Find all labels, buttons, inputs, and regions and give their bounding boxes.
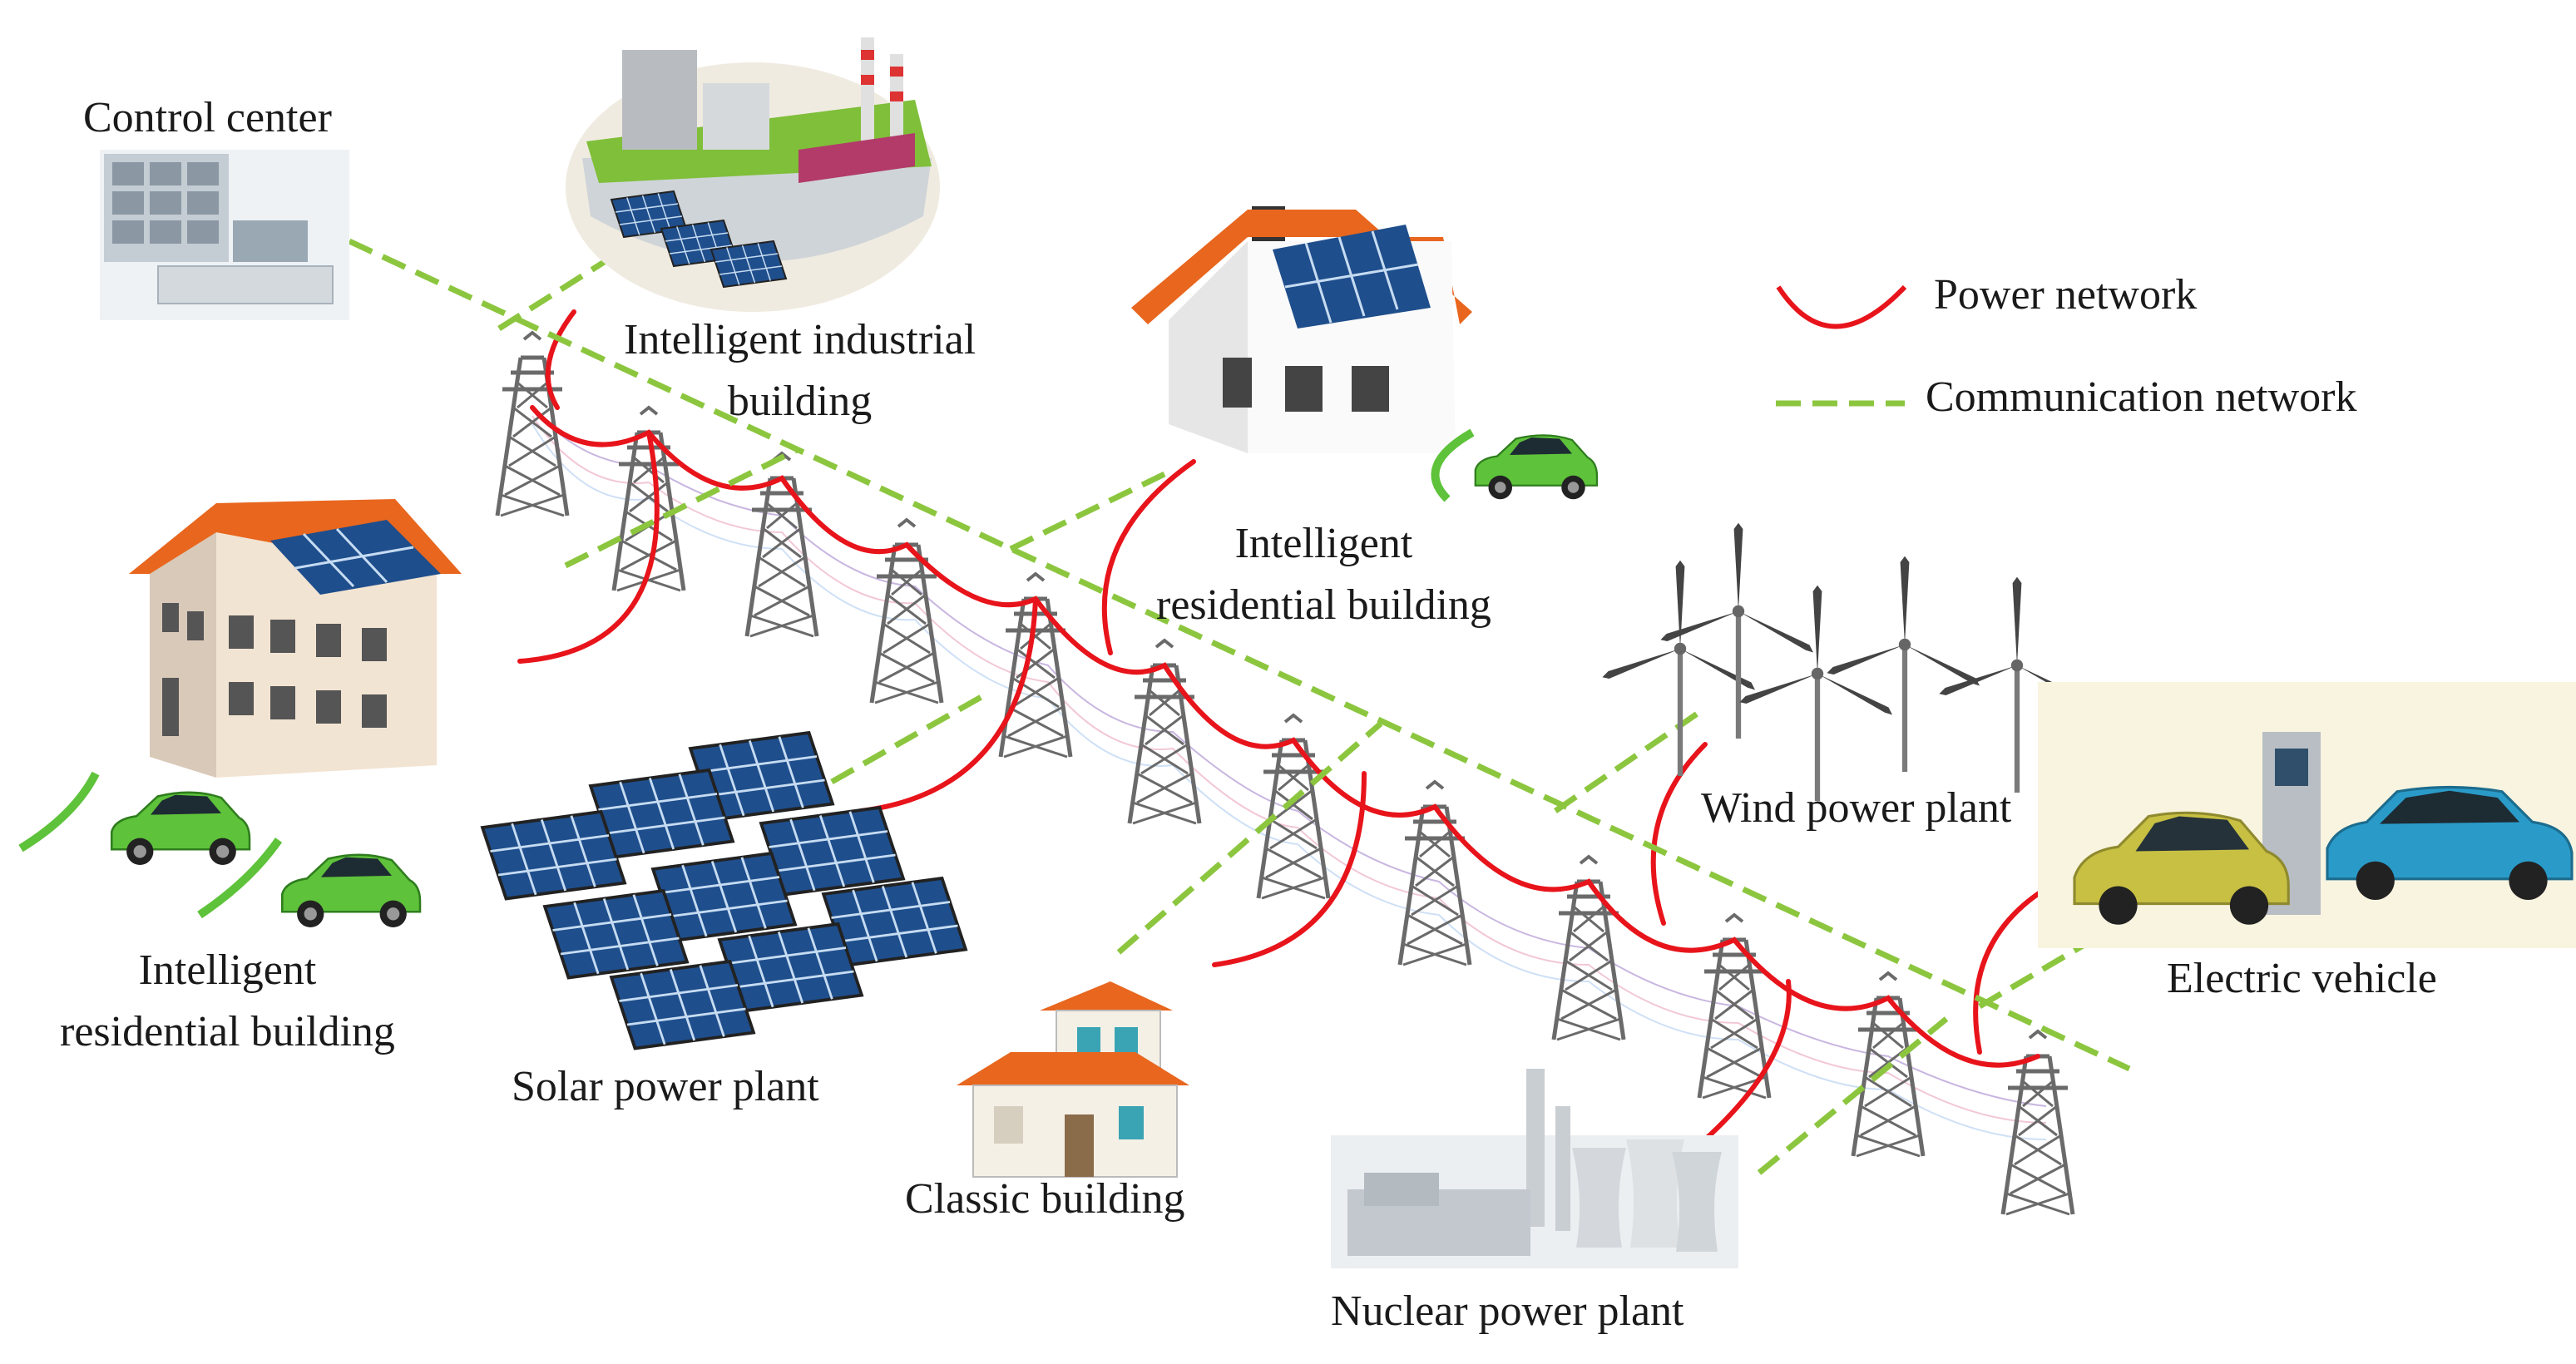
nuclear-power-plant-image	[1331, 1069, 1738, 1268]
label-electric-vehicle: Electric vehicle	[2167, 955, 2437, 1002]
industrial-building-image	[566, 37, 940, 312]
label-industrial-building: Intelligent industrial building	[624, 309, 976, 432]
label-solar-power-plant: Solar power plant	[512, 1063, 819, 1110]
wind-turbines-image	[1602, 523, 2092, 801]
label-industrial-line1: Intelligent industrial	[624, 316, 977, 363]
label-classic-building: Classic building	[905, 1175, 1185, 1223]
label-nuclear-power-plant: Nuclear power plant	[1331, 1287, 1684, 1335]
label-residential-top: Intelligent residential building	[1156, 513, 1491, 636]
control-center-image	[100, 150, 349, 320]
communication-network-lines	[348, 238, 2131, 1175]
label-residential-left-line2: residential building	[60, 1007, 395, 1055]
electric-vehicle-image	[2038, 682, 2576, 948]
label-wind-power-plant: Wind power plant	[1701, 784, 2012, 832]
label-residential-left-line1: Intelligent	[138, 946, 317, 994]
legend	[1776, 284, 1907, 407]
classic-building-image	[957, 981, 1189, 1178]
solar-power-plant-image	[481, 731, 967, 1050]
residential-building-left-image	[18, 499, 462, 929]
label-residential-top-line1: Intelligent	[1234, 520, 1413, 567]
label-residential-top-line2: residential building	[1156, 581, 1491, 629]
legend-communication-label: Communication network	[1926, 373, 2357, 421]
label-residential-left: Intelligent residential building	[60, 940, 395, 1063]
residential-house-top-image	[1131, 206, 1599, 502]
legend-power-label: Power network	[1934, 271, 2198, 319]
label-industrial-line2: building	[727, 377, 873, 425]
label-control-center: Control center	[83, 94, 332, 141]
legend-power-swatch	[1776, 284, 1907, 329]
